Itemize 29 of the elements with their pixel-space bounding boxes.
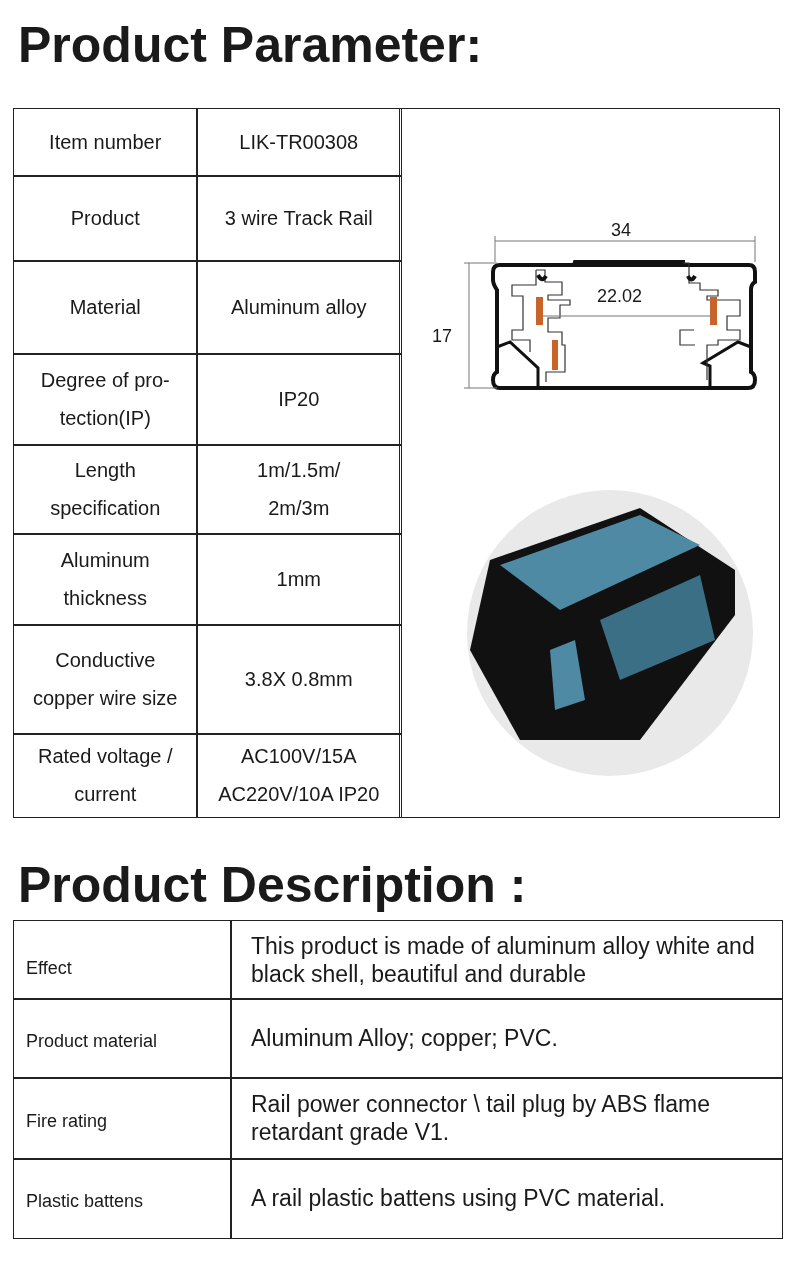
dimension-label: 17 (432, 326, 453, 347)
parameter-name: Product (70, 206, 140, 232)
parameter-name: Degree of pro- tection(IP) (39, 368, 171, 432)
parameter-name: Aluminum thickness (59, 548, 151, 612)
description-name: Plastic battens (25, 1189, 144, 1212)
parameter-value: Aluminum alloy (230, 295, 367, 321)
page-title: Product Parameter: (18, 16, 483, 74)
description-name: Product material (25, 1029, 158, 1052)
description-value: Rail power connector \ tail plug by ABS flame retardant grade V1. (250, 1090, 711, 1147)
parameter-name: Conductive copper wire size (32, 648, 179, 712)
description-name: Fire rating (25, 1109, 108, 1132)
description-name: Effect (25, 957, 72, 980)
parameter-value: AC100V/15A AC220V/10A IP20 (217, 744, 381, 808)
parameter-value: 1m/1.5m/ 2m/3m (256, 458, 342, 522)
parameter-value: IP20 (278, 387, 320, 413)
description-value: This product is made of aluminum alloy white and black shell, beautiful and durable (250, 931, 756, 988)
parameter-value: 3.8X 0.8mm (244, 667, 353, 693)
parameter-name: Item number (49, 130, 162, 156)
dimension-label: 22.02 (597, 286, 643, 307)
parameter-value: 1mm (276, 567, 321, 593)
section-title: Product Description : (18, 856, 527, 914)
dimension-label: 34 (611, 220, 632, 241)
parameter-name: Material (69, 295, 141, 321)
parameter-name: Length specification (49, 458, 162, 522)
parameter-value: 3 wire Track Rail (224, 206, 373, 232)
description-value: A rail plastic battens using PVC material. (250, 1184, 667, 1213)
description-value: Aluminum Alloy; copper; PVC. (250, 1024, 559, 1053)
parameter-value: LIK-TR00308 (239, 130, 359, 156)
parameter-name: Rated voltage / current (37, 744, 174, 808)
